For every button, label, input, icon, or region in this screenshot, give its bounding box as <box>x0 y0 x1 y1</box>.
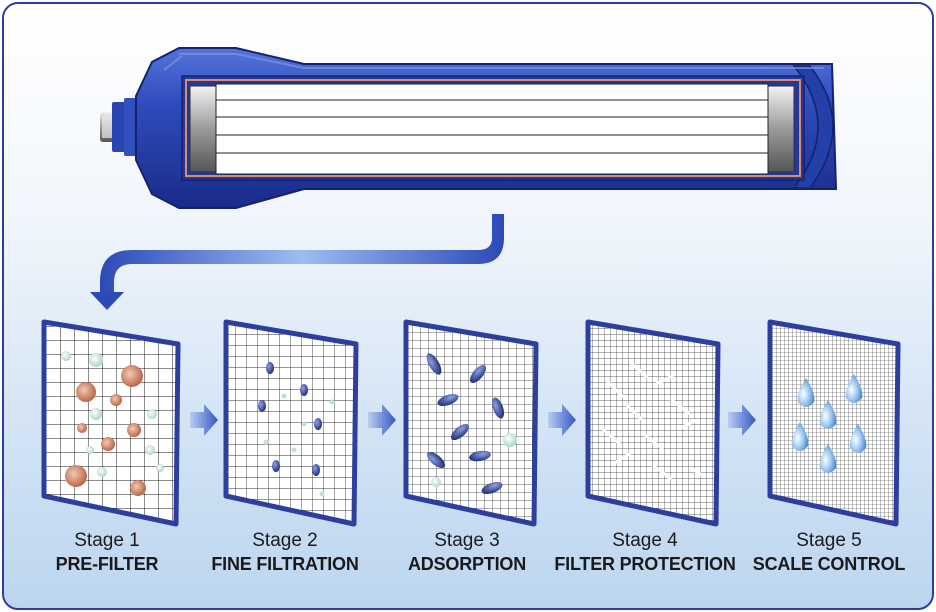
diagram-canvas <box>41 47 901 527</box>
right-cap <box>767 85 795 173</box>
cartridge-nozzle <box>100 98 138 156</box>
water-droplets <box>791 374 867 473</box>
stage-1-caption: Stage 1 PRE-FILTER <box>12 530 202 576</box>
stage-2-number: Stage 2 <box>252 530 318 551</box>
stage-2-caption: Stage 2 FINE FILTRATION <box>190 530 380 576</box>
adsorbed-particles <box>426 353 517 495</box>
stage-3-panel <box>403 319 539 527</box>
stage-5-caption: Stage 5 SCALE CONTROL <box>734 530 924 576</box>
stage-4-number: Stage 4 <box>612 530 678 551</box>
stage-3-name: ADSORPTION <box>407 554 526 574</box>
filter-media <box>215 83 769 175</box>
stage-2-name: FINE FILTRATION <box>211 554 359 574</box>
stage-2-panel <box>223 319 359 527</box>
fine-particles <box>258 362 335 497</box>
stage-5-name: SCALE CONTROL <box>752 554 906 574</box>
stage-1-number: Stage 1 <box>74 530 140 551</box>
left-cap <box>189 85 217 173</box>
stage-arrow-2 <box>368 404 396 436</box>
stage-4-caption: Stage 4 FILTER PROTECTION <box>550 530 740 576</box>
sediment-particles <box>65 365 146 496</box>
stage-arrow-4 <box>728 404 756 436</box>
stage-5-panel <box>767 319 901 527</box>
fiber-particles <box>602 362 706 480</box>
bubble-particles <box>61 351 164 477</box>
stage-1-panel <box>41 319 181 527</box>
stage-1-name: PRE-FILTER <box>55 554 159 574</box>
stage-4-name: FILTER PROTECTION <box>554 554 736 574</box>
stage-4-panel <box>585 319 721 527</box>
flow-arrow <box>90 214 504 310</box>
stage-5-number: Stage 5 <box>796 530 862 551</box>
stage-arrow-1 <box>190 404 218 436</box>
stage-3-number: Stage 3 <box>434 530 500 551</box>
cartridge-end-cap <box>792 65 834 189</box>
filter-cartridge <box>100 47 838 209</box>
stage-3-caption: Stage 3 ADSORPTION <box>372 530 562 576</box>
stage-arrow-3 <box>548 404 576 436</box>
